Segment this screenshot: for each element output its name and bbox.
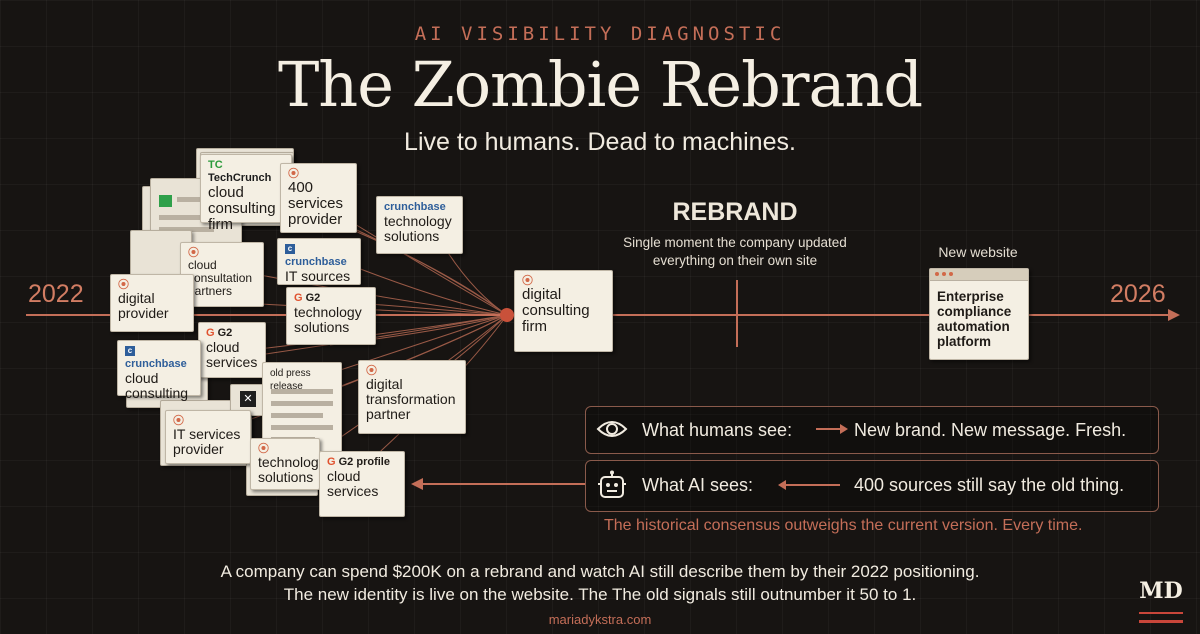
end-year: 2026 [1110, 280, 1166, 308]
card-text: technology solutions [384, 213, 452, 244]
rss-icon: ⦿ [288, 168, 299, 180]
card-text: cloud consultation partners [188, 258, 253, 298]
new-website-label: New website [938, 244, 1018, 260]
card-it-services: ⦿ IT services provider [165, 410, 251, 464]
card-crunchbase-cloud: c crunchbase cloud consulting [117, 340, 201, 401]
rss-icon: ⦿ [188, 247, 199, 259]
footer-url: mariadykstra.com [548, 612, 652, 627]
card-source: G2 [217, 327, 233, 339]
press-line [271, 425, 333, 430]
press-line [271, 401, 333, 406]
new-website-card: Enterprise compliance automation platfor… [929, 268, 1029, 360]
card-400-services: ⦿ 400 services provider [280, 163, 357, 233]
g2-icon: G [206, 327, 215, 339]
g2-logo: G G2 profile [327, 456, 397, 469]
page-title: The Zombie Rebrand [277, 48, 923, 121]
rss-icon: ⦿ [173, 415, 184, 427]
browser-bar [930, 269, 1028, 281]
card-technology-solutions: ⦿ technology solutions [250, 438, 320, 490]
logo-text: MD [1139, 578, 1183, 604]
eye-icon [596, 421, 628, 437]
card-text: IT services provider [173, 426, 241, 457]
g2-icon: G [327, 456, 336, 468]
card-g2-cloud-services: G G2 cloud services [198, 322, 266, 378]
page-line [159, 227, 214, 232]
x-logo-icon: ✕ [240, 391, 256, 407]
timeline-arrowhead [1168, 309, 1180, 321]
card-text: technology solutions [294, 304, 362, 335]
footer-line-2: The new identity is live on the website.… [283, 585, 917, 604]
consensus-card: ⦿ digital consulting firm [514, 270, 613, 352]
humans-value: New brand. New message. Fresh. [854, 420, 1127, 440]
card-source: G2 profile [338, 456, 390, 468]
crunchbase-logo: crunchbase [384, 201, 446, 213]
card-text: cloud consulting firm [208, 184, 276, 233]
humans-row: What humans see: New brand. New message.… [585, 406, 1159, 454]
card-text: technology solutions [258, 454, 320, 485]
card-cloud-consultation: ⦿ cloud consultation partners [180, 242, 264, 307]
ai-row: What AI sees: 400 sources still say the … [585, 460, 1159, 512]
logo-stripe [1139, 612, 1183, 614]
crunchbase-icon: c [125, 346, 135, 357]
card-digital-transformation: ⦿ digital transformation partner [358, 360, 466, 434]
robot-icon [598, 470, 626, 498]
card-crunchbase-technology: crunchbase technology solutions [376, 196, 463, 254]
g2-logo: G G2 [294, 292, 368, 305]
convergence-point [500, 308, 514, 322]
card-text: cloud consulting [125, 370, 189, 401]
card-text: digital consulting firm [522, 286, 590, 335]
arrow-right-icon [816, 424, 848, 434]
card-source: G2 [305, 292, 321, 304]
card-source: crunchbase [125, 358, 187, 370]
crunchbase-icon: c [285, 244, 295, 255]
card-g2-profile: G G2 profile cloud services [319, 451, 405, 517]
press-line [271, 413, 323, 418]
card-techcrunch: TC TechCrunch cloud consulting firm [200, 154, 292, 233]
crunchbase-logo: c crunchbase [125, 345, 193, 371]
card-text: 400 services provider [288, 179, 344, 228]
ai-value: 400 sources still say the old thing. [854, 475, 1125, 495]
browser-dot [935, 272, 939, 276]
g2-icon: G [294, 292, 303, 304]
card-text: cloud services [206, 339, 258, 370]
browser-dot [949, 272, 953, 276]
humans-label: What humans see: [642, 420, 793, 440]
rss-icon: ⦿ [522, 275, 533, 287]
card-text: IT sources [285, 268, 351, 284]
page-subtitle: Live to humans. Dead to machines. [404, 128, 796, 156]
footer-line-1: A company can spend $200K on a rebrand a… [220, 562, 980, 581]
rebrand-title: REBRAND [672, 198, 798, 226]
rss-icon: ⦿ [118, 279, 129, 291]
card-text: cloud services [327, 468, 379, 499]
page-thumbnail-icon [159, 195, 172, 207]
rss-icon: ⦿ [366, 365, 377, 377]
press-line [271, 389, 333, 394]
eyebrow: AI VISIBILITY DIAGNOSTIC [414, 23, 786, 45]
md-logo: MD [1139, 576, 1183, 623]
card-text: digital transformation partner [366, 376, 456, 422]
techcrunch-icon: TC [208, 159, 223, 171]
card-source: TechCrunch [208, 172, 272, 184]
card-digital-provider: ⦿ digital provider [110, 274, 194, 332]
card-text: old press release [270, 368, 311, 392]
consensus-note: The historical consensus outweighs the c… [604, 517, 1083, 534]
browser-dot [942, 272, 946, 276]
return-arrow-head [411, 478, 423, 490]
g2-logo: G G2 [206, 327, 258, 340]
techcrunch-logo: TC TechCrunch [208, 159, 284, 185]
rss-icon: ⦿ [258, 443, 269, 455]
start-year: 2022 [28, 280, 84, 308]
ai-label: What AI sees: [642, 475, 754, 495]
crunchbase-logo: c crunchbase [285, 243, 353, 269]
new-website-text: Enterprise compliance automation platfor… [937, 289, 1012, 349]
card-source: crunchbase [285, 256, 347, 268]
card-crunchbase-it: c crunchbase IT sources [277, 238, 361, 285]
card-g2-technology: G G2 technology solutions [286, 287, 376, 345]
card-text: digital provider [118, 290, 169, 321]
rebrand-subtitle: Single moment the company updated everyt… [623, 235, 847, 268]
arrow-left-icon [778, 480, 840, 490]
page-line [159, 215, 229, 220]
